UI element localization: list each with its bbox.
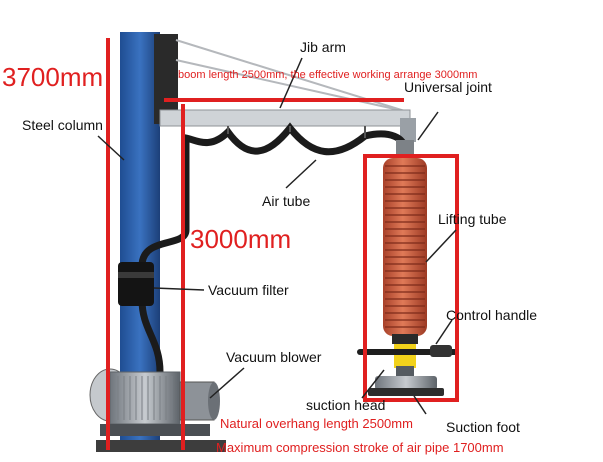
suction-foot-pad <box>368 388 444 396</box>
leader-lifting-tube <box>425 229 457 263</box>
control-handle-grip <box>430 345 452 357</box>
lifting-height-label: 3000mm <box>190 224 291 254</box>
leader-jib-arm <box>279 57 303 109</box>
compression-note: Maximum compression stroke of air pipe 1… <box>216 440 504 455</box>
column-base-plate <box>96 440 226 452</box>
vacuum-filter-label: Vacuum filter <box>208 282 289 298</box>
jib-arm-shape <box>159 109 411 127</box>
suction-foot-label: Suction foot <box>446 419 520 435</box>
universal-joint-label: Universal joint <box>404 79 492 95</box>
column-cap <box>154 34 178 124</box>
handle-collar <box>392 334 418 344</box>
leader-universal-joint <box>417 111 439 141</box>
leader-suction-head <box>361 369 385 399</box>
lifting-tube-shape <box>383 158 427 336</box>
leader-air-tube <box>285 159 317 189</box>
boom-length-note: boom length 2500mm, the effective workin… <box>178 69 477 81</box>
jib-arm-end <box>400 118 416 142</box>
lifting-tube-highlight-box <box>363 154 459 402</box>
suction-head-label: suction head <box>306 397 385 413</box>
lifting-tube-ribs <box>385 165 425 328</box>
column-height-label: 3700mm <box>2 62 103 92</box>
overhang-note: Natural overhang length 2500mm <box>220 416 413 431</box>
vacuum-filter-shape <box>118 262 154 306</box>
leader-vacuum-filter <box>153 287 205 291</box>
lifting-tube-label: Lifting tube <box>438 211 507 227</box>
leader-steel-column <box>97 135 125 161</box>
universal-joint-shape <box>396 140 414 158</box>
leader-vacuum-blower <box>209 367 245 399</box>
steel-column-label: Steel column <box>22 117 103 133</box>
jib-tie-rod-lower <box>175 59 409 113</box>
control-handle-label: Control handle <box>446 307 537 323</box>
leader-suction-foot <box>413 395 427 415</box>
leader-control-handle <box>435 319 453 345</box>
control-handle-body <box>394 344 416 368</box>
vacuum-blower-label: Vacuum blower <box>226 349 322 365</box>
suction-foot-neck <box>396 366 414 378</box>
vacuum-filter-band <box>118 272 154 278</box>
air-tube-label: Air tube <box>262 193 310 209</box>
blower-fins <box>117 376 173 420</box>
suction-foot-shape <box>375 376 437 390</box>
jib-arm-label: Jib arm <box>300 39 346 55</box>
